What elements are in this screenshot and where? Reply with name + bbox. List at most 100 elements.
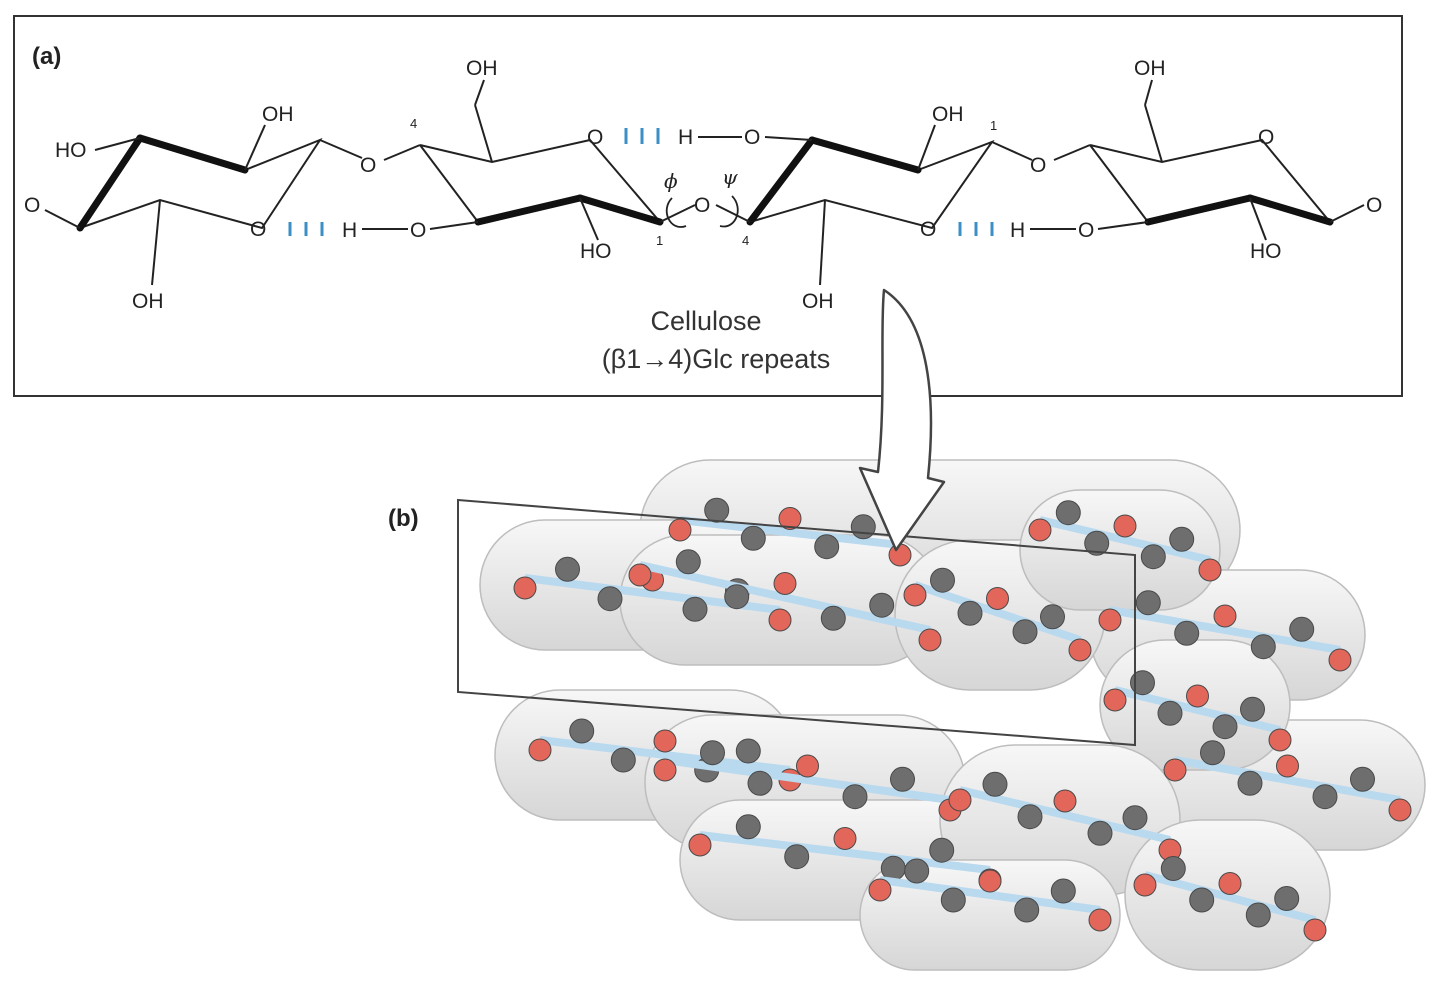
oxygen-atom bbox=[1103, 688, 1127, 712]
carbon-atom bbox=[930, 567, 955, 593]
chain-bond bbox=[879, 876, 1101, 914]
arrow-a-to-b bbox=[858, 288, 946, 552]
carbon-atom bbox=[982, 771, 1008, 797]
carbon-atom bbox=[1140, 544, 1166, 570]
carbon-atom bbox=[1012, 619, 1038, 645]
atom-o-hb-2: O bbox=[744, 126, 760, 149]
atom-ho-3: HO bbox=[1250, 240, 1282, 263]
oxygen-atom bbox=[1218, 872, 1242, 895]
atom-oh-4: OH bbox=[932, 103, 964, 126]
panel-a-frame bbox=[13, 15, 1403, 397]
chain-bond bbox=[639, 561, 931, 634]
atom-oh-3: OH bbox=[466, 57, 498, 80]
atom-o-left-end: O bbox=[24, 194, 40, 217]
chain-bond bbox=[1143, 871, 1317, 924]
atom-c4-left: 4 bbox=[410, 116, 417, 131]
atom-oh-1: OH bbox=[262, 103, 294, 126]
atom-o-hb-1: O bbox=[410, 219, 426, 242]
carbon-atom bbox=[1245, 902, 1271, 928]
panel-b: (b) bbox=[388, 459, 1426, 971]
panel-a-label: (a) bbox=[32, 43, 61, 70]
carbon-atom bbox=[1055, 500, 1081, 526]
carbon-atom bbox=[700, 740, 725, 766]
hydrogen-bond-3 bbox=[958, 222, 994, 236]
carbon-atom bbox=[1274, 886, 1300, 911]
atom-o-right-end: O bbox=[1366, 194, 1382, 217]
carbon-atom bbox=[1017, 804, 1043, 830]
carbon-atom bbox=[1087, 820, 1113, 846]
torsion-psi-arrow bbox=[719, 195, 739, 228]
carbon-atom bbox=[842, 784, 868, 810]
oxygen-atom bbox=[513, 576, 537, 600]
carbon-atom bbox=[820, 605, 846, 631]
atom-o-hb-3: O bbox=[1078, 219, 1094, 242]
carbon-atom bbox=[740, 525, 766, 551]
atom-c4-right: 4 bbox=[742, 233, 749, 248]
chain-bond bbox=[959, 786, 1171, 844]
chain-bond bbox=[1109, 606, 1341, 654]
carbon-atom bbox=[940, 887, 966, 913]
oxygen-atom bbox=[888, 543, 912, 567]
oxygen-atom bbox=[978, 869, 1002, 893]
oxygen-atom bbox=[1198, 558, 1222, 582]
carbon-atom bbox=[1157, 700, 1183, 726]
carbon-atom bbox=[1135, 590, 1161, 616]
atom-ho-1: HO bbox=[55, 139, 87, 162]
atom-oh-2: OH bbox=[132, 290, 164, 313]
carbon-atom bbox=[1212, 714, 1238, 740]
carbon-atom bbox=[1189, 887, 1215, 913]
carbon-atom bbox=[1160, 856, 1186, 881]
carbon-atom bbox=[1237, 770, 1263, 796]
oxygen-atom bbox=[868, 878, 892, 902]
chain-bond bbox=[679, 516, 901, 549]
carbon-atom bbox=[1169, 526, 1195, 552]
atom-c1-left: 1 bbox=[656, 233, 663, 248]
chain-bond bbox=[539, 736, 791, 774]
carbon-atom bbox=[1240, 696, 1265, 722]
carbon-atom bbox=[747, 770, 773, 796]
oxygen-atom bbox=[778, 507, 802, 530]
oxygen-atom bbox=[1213, 604, 1237, 628]
oxygen-atom bbox=[1328, 648, 1352, 672]
atom-oh-6: OH bbox=[1134, 57, 1166, 80]
carbon-atom bbox=[1084, 530, 1110, 556]
oxygen-atom bbox=[833, 827, 857, 850]
caption-line-2: (β1→4)Glc repeats bbox=[602, 344, 831, 374]
oxygen-atom bbox=[1186, 684, 1209, 708]
oxygen-atom bbox=[773, 572, 797, 595]
chain-bond bbox=[913, 581, 1082, 644]
atom-ring-o-2: O bbox=[587, 126, 603, 149]
oxygen-atom bbox=[1068, 638, 1092, 662]
panel-a: (a) HO OH OH O O O H O bbox=[13, 15, 1403, 397]
hydrogen-bond-2 bbox=[624, 128, 660, 144]
oxygen-atom bbox=[948, 788, 972, 812]
glucose-ring-3 bbox=[715, 124, 1033, 286]
oxygen-atom bbox=[688, 833, 712, 857]
chain-bond bbox=[1114, 686, 1281, 734]
oxygen-atom bbox=[1028, 518, 1052, 542]
carbon-atom bbox=[735, 814, 761, 840]
oxygen-atom bbox=[903, 583, 927, 607]
atom-glycosidic-o-center: O bbox=[694, 194, 710, 217]
torsion-phi-label: ϕ bbox=[664, 169, 678, 193]
carbon-atom bbox=[869, 592, 895, 618]
caption-line-1: Cellulose bbox=[650, 306, 761, 336]
chain-bond bbox=[664, 756, 951, 804]
carbon-atom bbox=[957, 600, 983, 626]
atom-h-1: H bbox=[342, 219, 357, 242]
oxygen-atom bbox=[653, 729, 677, 753]
glucose-ring-1 bbox=[44, 124, 363, 286]
oxygen-atom bbox=[1098, 608, 1122, 632]
carbon-atom bbox=[610, 747, 636, 773]
atom-ring-o-1: O bbox=[250, 218, 266, 241]
oxygen-atom bbox=[986, 587, 1009, 610]
highlight-plane bbox=[457, 498, 1136, 747]
carbon-atom bbox=[724, 584, 750, 610]
carbon-atom bbox=[850, 514, 876, 540]
carbon-atom bbox=[904, 858, 930, 884]
oxygen-atom bbox=[1276, 754, 1299, 778]
oxygen-atom bbox=[1113, 514, 1137, 538]
carbon-atom bbox=[890, 766, 915, 792]
oxygen-atom bbox=[796, 754, 819, 778]
